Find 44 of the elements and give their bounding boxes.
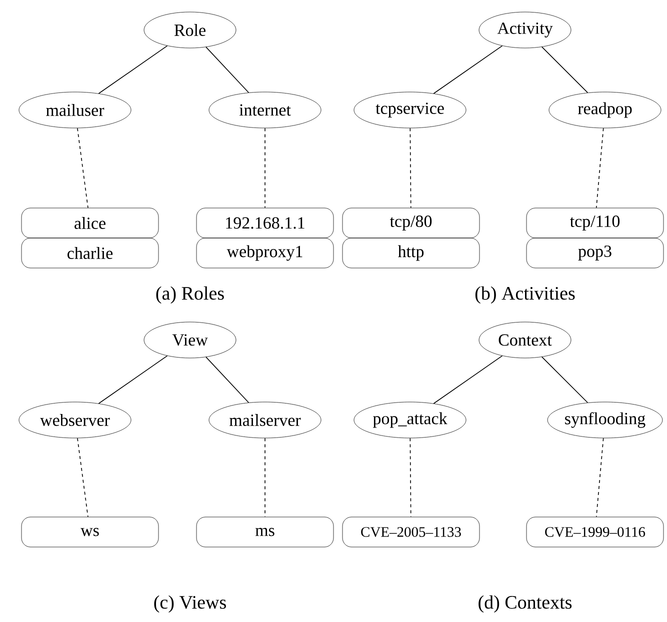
rounded-box: ms	[196, 516, 334, 548]
dashed-line	[264, 438, 266, 518]
rounded-box: ws	[21, 516, 159, 548]
ellipse-node: tcpservice	[354, 92, 466, 128]
dashed-line	[264, 128, 266, 208]
ellipse-node: Role	[144, 12, 236, 48]
rounded-box: tcp/80	[342, 208, 480, 238]
rounded-box: 192.168.1.1	[196, 208, 334, 238]
ellipse-node: Context	[478, 322, 572, 358]
ellipse-node: mailserver	[208, 402, 322, 438]
ellipse-node: readpop	[548, 92, 662, 128]
line	[542, 356, 588, 404]
rounded-box: webproxy1	[196, 238, 334, 268]
dashed-line	[410, 128, 412, 208]
dashed-line	[77, 438, 88, 518]
rounded-box: tcp/110	[526, 208, 664, 238]
line	[98, 45, 168, 94]
line	[542, 46, 588, 94]
line	[433, 355, 503, 404]
ellipse-node: internet	[208, 92, 322, 128]
line	[206, 356, 250, 403]
dashed-line	[77, 128, 88, 208]
dashed-line	[596, 438, 604, 518]
dashed-line	[410, 438, 412, 518]
rounded-box: CVE–1999–0116	[526, 516, 664, 548]
line	[433, 45, 503, 94]
rounded-box: charlie	[21, 238, 159, 268]
line	[98, 355, 168, 404]
rounded-box: http	[342, 238, 480, 268]
subfigure-caption: (c) Views	[154, 595, 226, 613]
ellipse-node: mailuser	[18, 92, 132, 128]
ellipse-node: Activity	[478, 12, 572, 48]
rounded-box: CVE–2005–1133	[342, 516, 480, 548]
ellipse-node: webserver	[18, 402, 132, 438]
line	[206, 46, 250, 93]
subfigure-caption: (a) Roles	[156, 286, 224, 304]
rounded-box: alice	[21, 208, 159, 238]
ellipse-node: synflooding	[547, 402, 663, 438]
subfigure-caption: (b) Activities	[475, 286, 575, 304]
ellipse-node: View	[144, 322, 236, 358]
dashed-line	[596, 128, 604, 208]
subfigure-caption: (d) Contexts	[478, 595, 572, 613]
rounded-box: pop3	[526, 238, 664, 268]
ellipse-node: pop_attack	[354, 402, 466, 438]
